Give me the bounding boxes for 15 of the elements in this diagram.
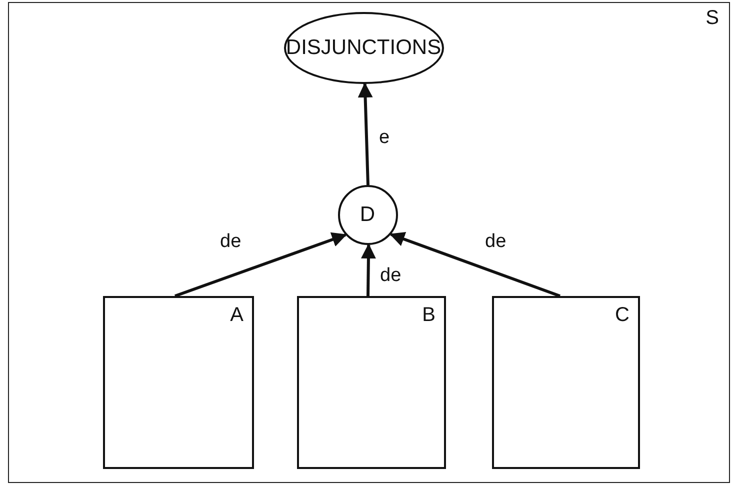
process-box — [492, 296, 640, 468]
node-label: C — [615, 304, 630, 326]
node-label: DISJUNCTIONS — [286, 36, 442, 60]
frame-box — [8, 2, 730, 483]
process-box — [296, 296, 446, 468]
node-label: A — [230, 304, 244, 326]
arrow — [390, 232, 561, 298]
ellipse-node — [338, 184, 398, 244]
process-box — [102, 296, 254, 468]
node-label: D — [360, 202, 376, 226]
arrow — [360, 244, 376, 296]
arrow — [174, 232, 347, 298]
node-label: B — [422, 304, 436, 326]
arrow — [358, 82, 373, 186]
node-label: S — [706, 7, 719, 30]
